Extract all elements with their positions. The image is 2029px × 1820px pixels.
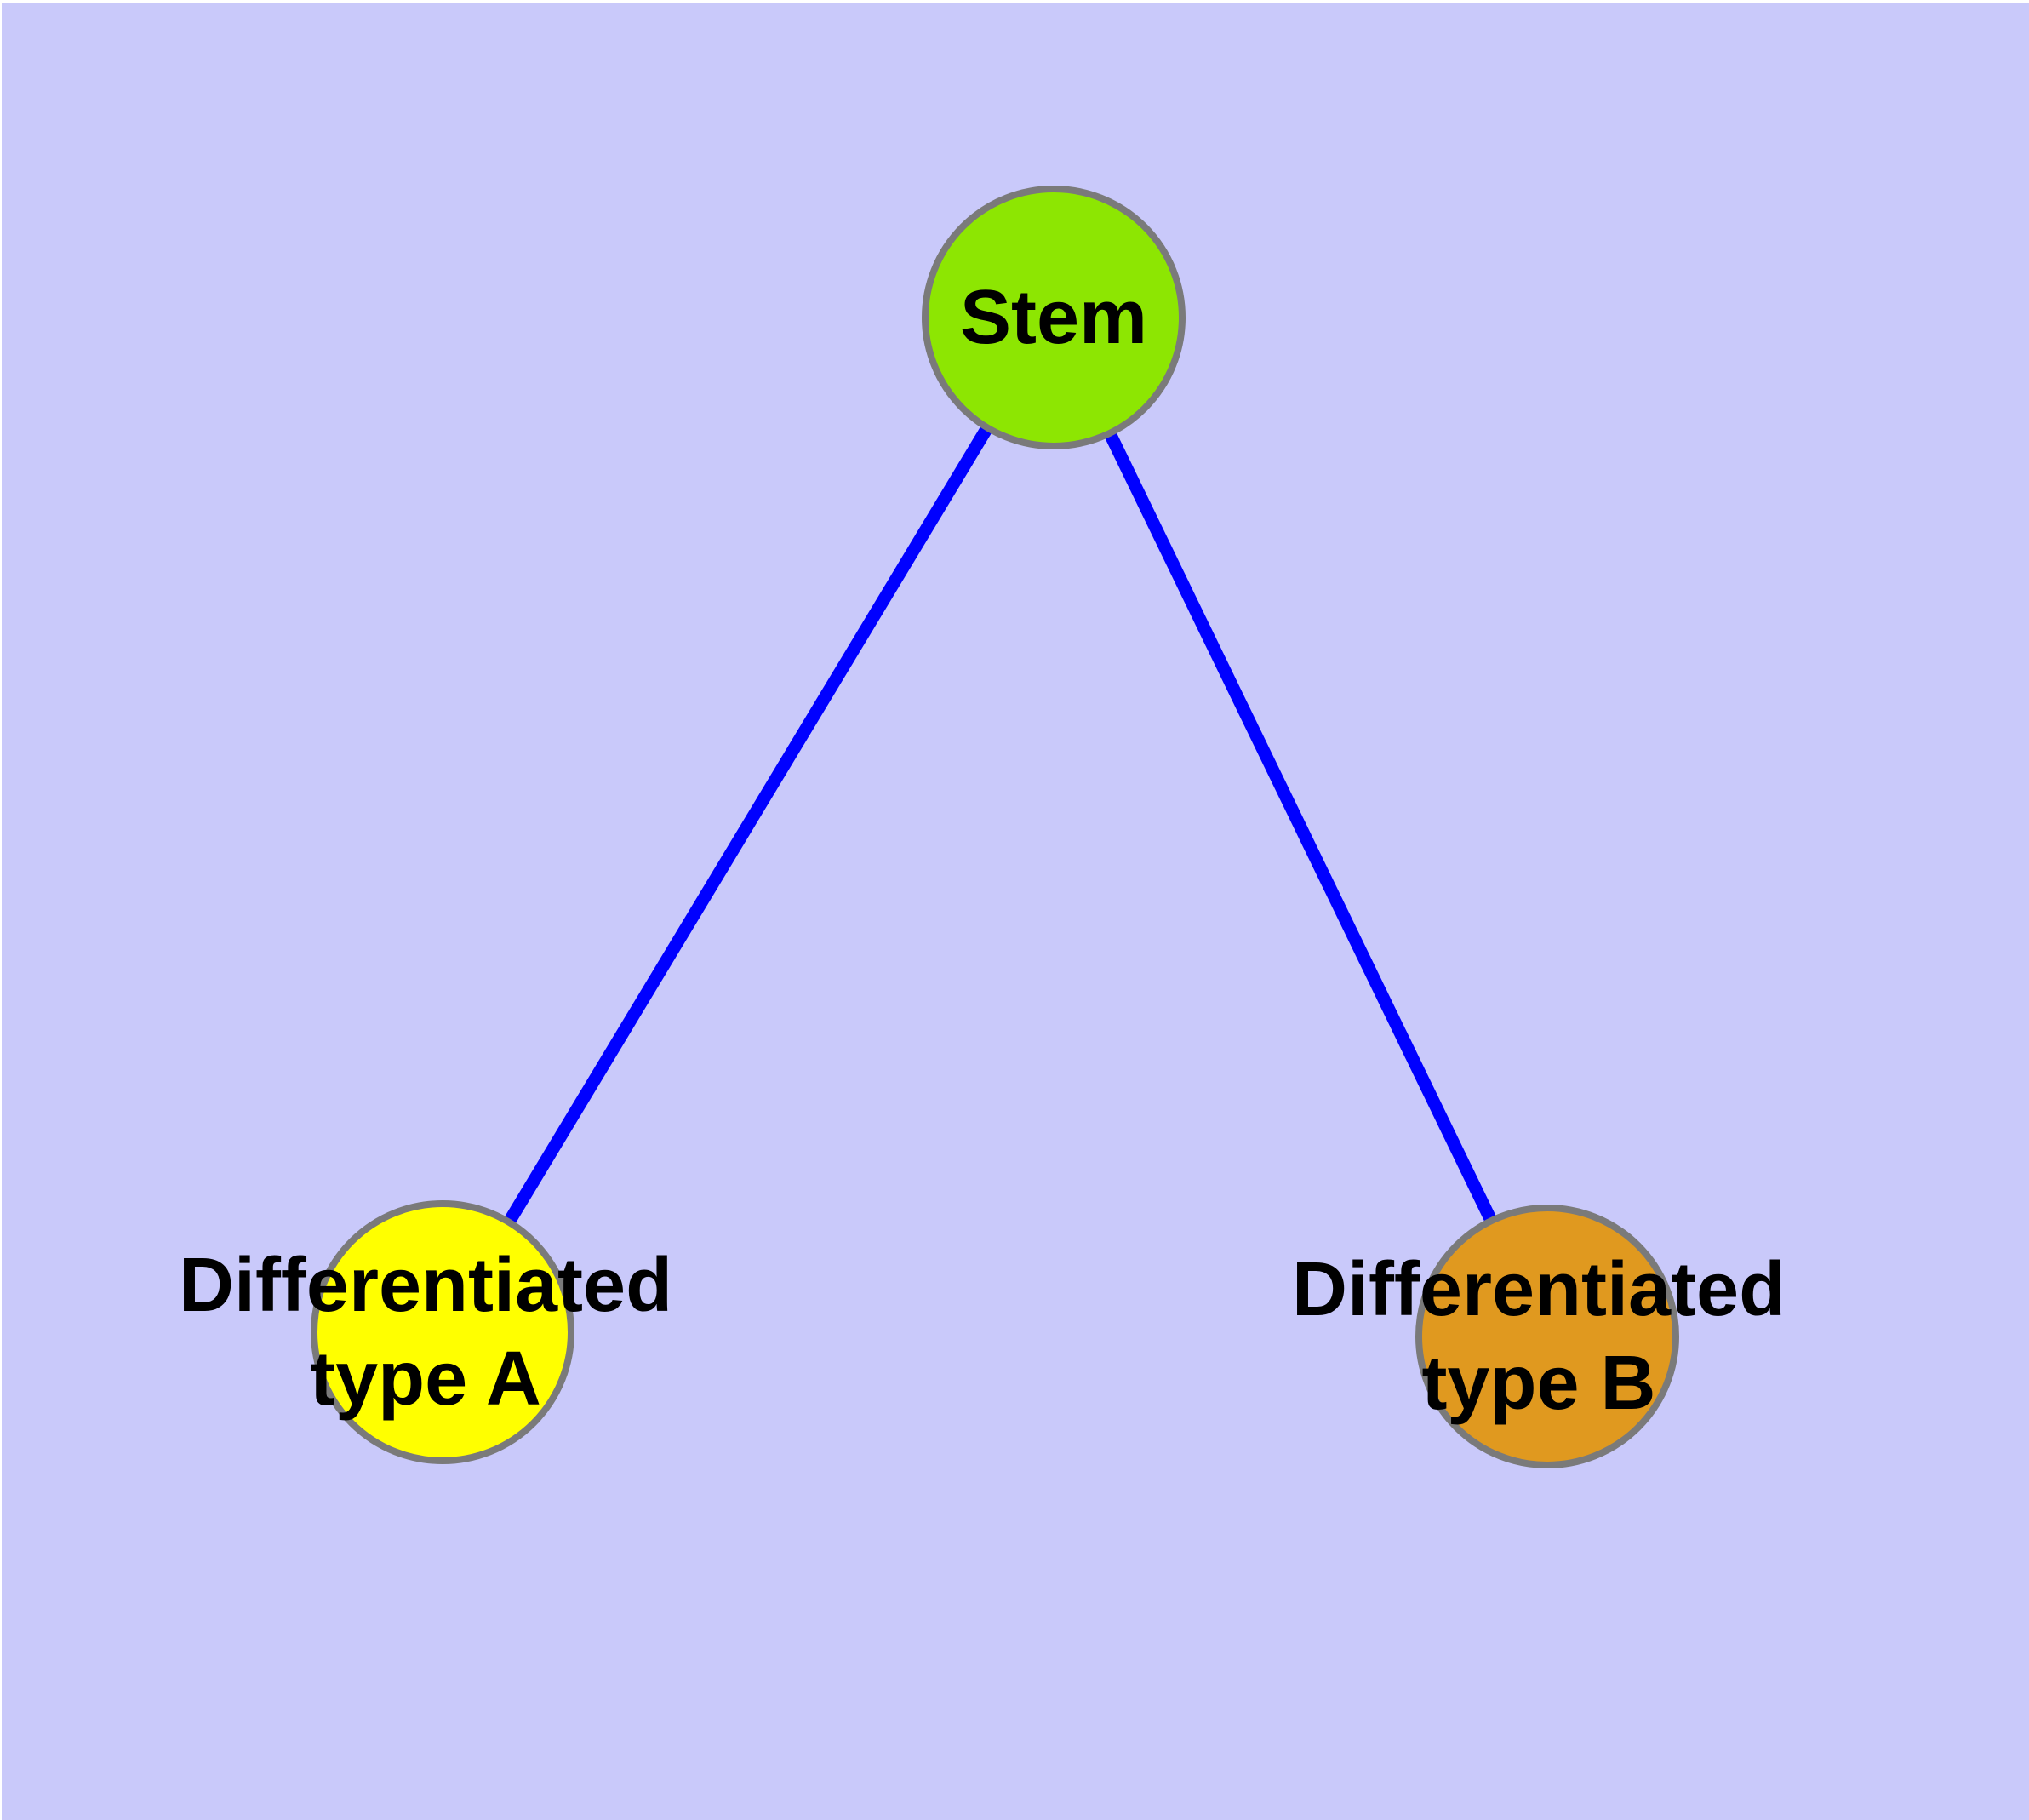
edge-stem-diff-b <box>1048 314 1553 1340</box>
left-border-strip <box>0 0 2 1820</box>
node-diff-b-circle[interactable] <box>1415 1205 1679 1468</box>
node-label-stem: Stem <box>959 275 1148 360</box>
top-border-strip <box>0 0 2029 3</box>
node-diff-a-circle[interactable] <box>311 1200 574 1464</box>
edge-stem-diff-a <box>437 314 1060 1336</box>
nodes-layer <box>311 186 1679 1468</box>
edges-layer <box>437 314 1553 1340</box>
node-stem-circle[interactable] <box>922 186 1186 449</box>
node-label-diff-a: Differentiated type A <box>178 1243 673 1422</box>
node-label-diff-b: Differentiated type B <box>1291 1247 1786 1426</box>
